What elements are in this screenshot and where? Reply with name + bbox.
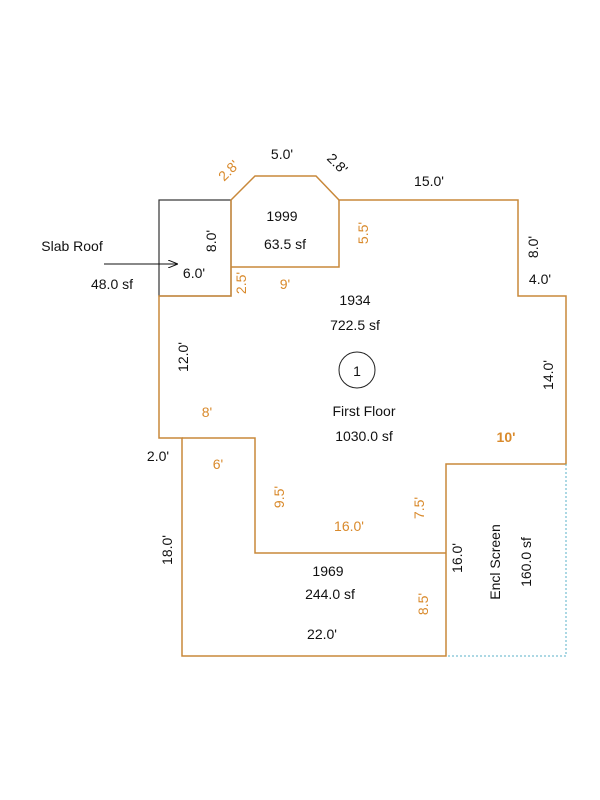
dim-slab-bottom: 6.0' (183, 265, 205, 281)
room-marker-circle (338, 351, 376, 389)
slab-roof-label: Slab Roof (41, 238, 103, 254)
addition-1999-outline (231, 200, 340, 268)
dim-screen-left: 16.0' (449, 543, 465, 573)
dim-inner-9-5: 9.5' (271, 486, 287, 508)
dim-inner-7-5: 7.5' (411, 497, 427, 519)
dim-slab-side: 8.0' (203, 230, 219, 252)
addition-1969-outline (182, 437, 446, 554)
dim-inner-8: 8' (202, 404, 212, 420)
dim-left-step: 2.0' (147, 448, 169, 464)
main-1934-area: 722.5 sf (330, 317, 380, 333)
addition-1969-label: 1969 (312, 563, 343, 579)
dim-inner-8-5: 8.5' (415, 593, 431, 615)
dim-bottom: 22.0' (307, 626, 337, 642)
dim-addition-left: 2.5' (233, 272, 249, 294)
encl-screen-label: Encl Screen (487, 524, 503, 599)
dim-inner-6: 6' (213, 456, 223, 472)
dim-bay-right: 2.8' (324, 150, 351, 177)
dim-screen-top: 10' (497, 429, 516, 445)
dim-right-upper: 8.0' (525, 236, 541, 258)
first-floor-area: 1030.0 sf (335, 428, 393, 444)
slab-roof-area: 48.0 sf (91, 276, 133, 292)
slab-roof-outline (158, 199, 232, 297)
dim-inner-16: 16.0' (334, 518, 364, 534)
main-1934-label: 1934 (339, 292, 370, 308)
dim-left-lower: 18.0' (159, 535, 175, 565)
encl-screen-area: 160.0 sf (518, 537, 534, 587)
addition-1999-label: 1999 (266, 208, 297, 224)
dim-left-upper: 12.0' (175, 342, 191, 372)
dim-right-mid: 14.0' (540, 360, 556, 390)
first-floor-outline (158, 175, 567, 657)
room-marker-number: 1 (353, 363, 361, 379)
dim-bay-top: 5.0' (271, 146, 293, 162)
first-floor-label: First Floor (333, 403, 396, 419)
addition-1999-area: 63.5 sf (264, 236, 306, 252)
addition-1969-area: 244.0 sf (305, 586, 355, 602)
dim-bay-left: 2.8' (215, 157, 242, 184)
dim-addition-bottom: 9' (280, 276, 290, 292)
encl-screen-dotted-outline (446, 464, 567, 657)
dim-top-right: 15.0' (414, 173, 444, 189)
dim-right-step: 4.0' (529, 271, 551, 287)
dim-addition-right: 5.5' (355, 222, 371, 244)
